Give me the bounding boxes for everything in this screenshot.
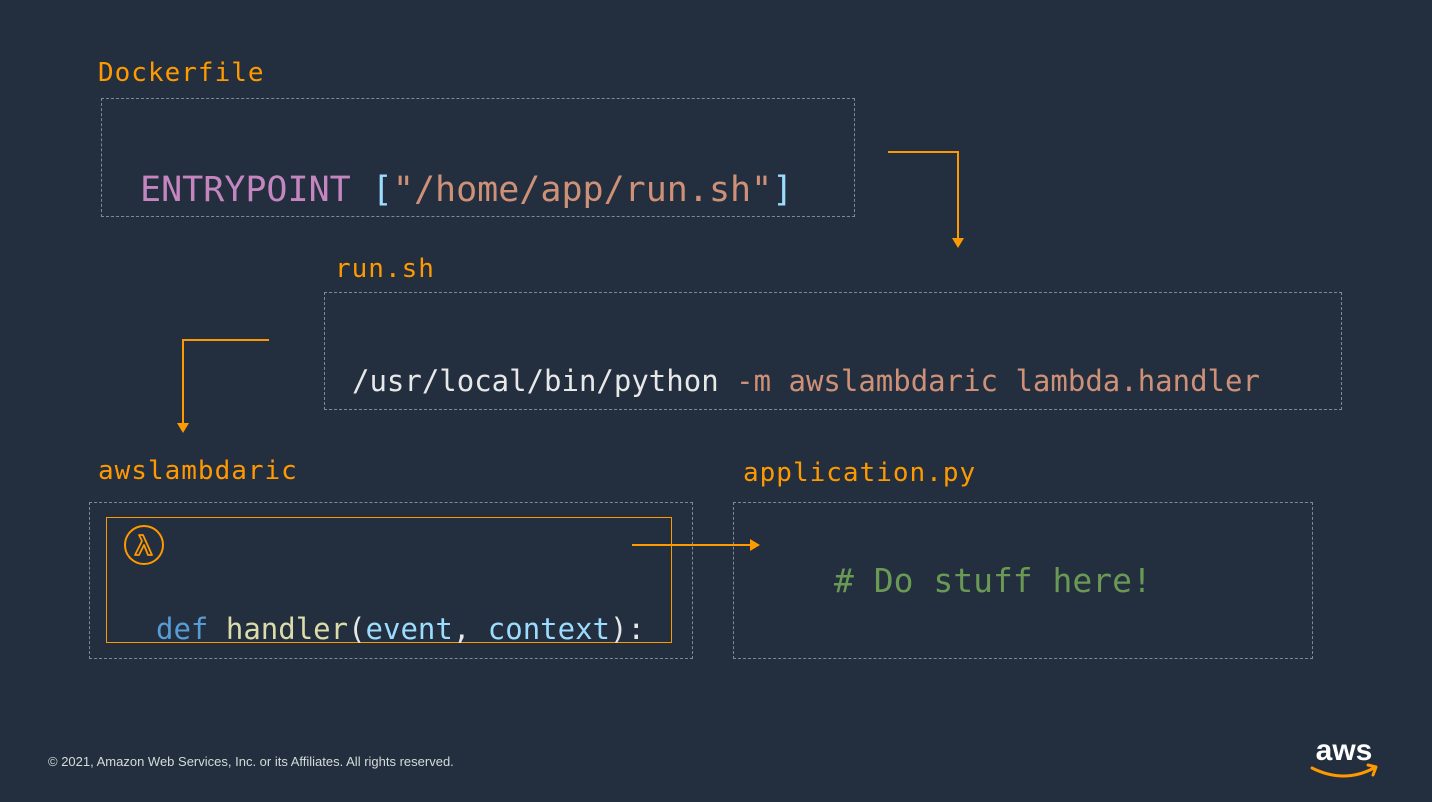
awslambdaric-label: awslambdaric xyxy=(98,456,298,486)
python-args: -m awslambdaric lambda.handler xyxy=(736,364,1260,398)
paren-close: ): xyxy=(610,612,645,646)
entrypoint-path: "/home/app/run.sh" xyxy=(392,170,773,210)
paren-open: ( xyxy=(348,612,366,646)
runsh-label: run.sh xyxy=(335,254,435,284)
dockerfile-box xyxy=(101,98,855,217)
aws-logo-text: aws xyxy=(1316,734,1373,767)
arrow-runsh-to-awslambdaric xyxy=(177,339,269,433)
aws-logo: aws xyxy=(1306,732,1382,786)
entrypoint-keyword: ENTRYPOINT xyxy=(140,170,351,210)
python-binary: /usr/local/bin/python xyxy=(352,364,719,398)
arrow-dockerfile-to-runsh xyxy=(888,151,964,248)
application-label: application.py xyxy=(743,458,977,488)
application-comment: # Do stuff here! xyxy=(834,561,1152,600)
runsh-box xyxy=(324,292,1342,410)
handler-name: handler xyxy=(225,612,349,646)
handler-code: def handler(event, context): xyxy=(156,578,645,646)
copyright-text: © 2021, Amazon Web Services, Inc. or its… xyxy=(48,754,454,769)
open-bracket: [ xyxy=(371,170,393,210)
lambda-icon xyxy=(123,524,165,570)
param-event: event xyxy=(365,612,453,646)
arrow-handler-to-application xyxy=(632,539,760,551)
runsh-code: /usr/local/bin/python -m awslambdaric la… xyxy=(352,330,1260,398)
dockerfile-label: Dockerfile xyxy=(98,58,265,88)
param-comma: , xyxy=(452,612,488,646)
close-bracket: ] xyxy=(772,170,794,210)
awslambdaric-box xyxy=(89,502,693,659)
application-box xyxy=(733,502,1313,659)
def-keyword: def xyxy=(156,612,209,646)
handler-box xyxy=(106,517,672,643)
dockerfile-code: ENTRYPOINT ["/home/app/run.sh"] xyxy=(140,130,793,210)
param-context: context xyxy=(487,612,610,646)
